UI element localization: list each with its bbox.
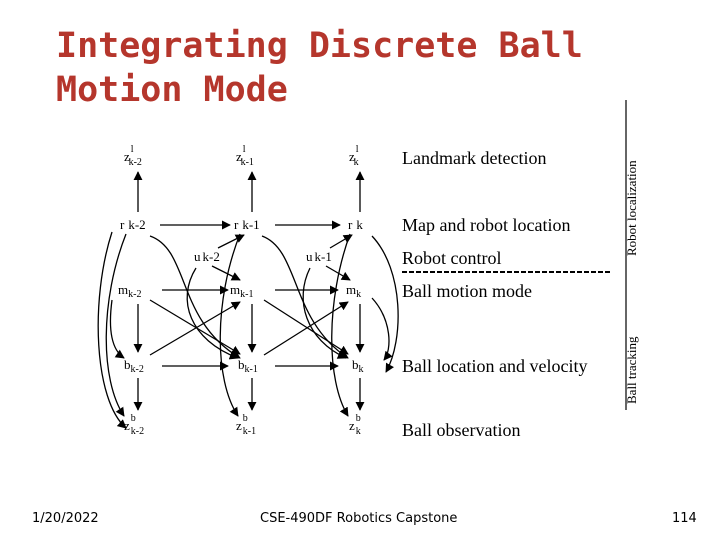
edge-m-k-to-next: [371, 297, 393, 361]
footer-page-number: 114: [672, 511, 697, 526]
row-labels: Landmark detection Map and robot locatio…: [402, 148, 612, 440]
edge-b-k2-to-m-k1: [149, 301, 241, 356]
edge-u-k1-to-m-k: [325, 265, 351, 281]
edge-r-k2-to-zb-k2: [105, 233, 127, 417]
footer-course: CSE-490DF Robotics Capstone: [260, 511, 458, 526]
side-label-ball-tracking: Ball tracking: [624, 336, 639, 404]
slide-title-line-1: Integrating Discrete Ball: [56, 26, 583, 66]
edge-r-k1-to-b-k: [261, 235, 349, 359]
edge-r-k2-to-b-k1: [149, 235, 241, 359]
node-m-k1: mk-1: [230, 282, 253, 300]
edge-r-k-to-next: [371, 235, 399, 373]
edge-r-k-to-zb-k: [331, 233, 351, 417]
side-labels: Robot localization Ball tracking: [624, 100, 639, 410]
node-m-k2: mk-2: [118, 282, 141, 300]
edge-u-k2-to-m-k1: [211, 265, 241, 281]
row-label-ball-location: Ball location and velocity: [402, 356, 587, 376]
node-b-k2: bk-2: [124, 357, 144, 375]
footer-date: 1/20/2022: [32, 511, 99, 526]
slide-title-line-2: Motion Mode: [56, 70, 288, 110]
node-b-k: bk: [352, 357, 364, 375]
edge-b-k1-to-m-k: [263, 301, 349, 356]
row-label-robot-control: Robot control: [402, 248, 502, 268]
node-b-k1: bk-1: [238, 357, 258, 375]
edge-m-k2-to-b-k1: [149, 299, 241, 355]
node-m-k: mk: [346, 282, 361, 300]
edge-left-incoming-b: [97, 231, 127, 429]
side-label-robot-localization: Robot localization: [624, 160, 639, 256]
slide-title: Integrating Discrete Ball Motion Mode: [56, 24, 616, 112]
row-label-ball-observation: Ball observation: [402, 420, 520, 440]
edge-u-k2-to-b-k1: [186, 267, 239, 360]
edge-r-k1-to-zb-k1: [219, 233, 241, 417]
edges: [97, 171, 399, 429]
edge-m-k1-to-b-k: [263, 299, 349, 355]
row-label-ball-motion: Ball motion mode: [402, 281, 532, 301]
edge-u-k2-to-r-k1: [217, 234, 245, 249]
edge-left-incoming-m: [109, 299, 125, 359]
edge-u-k1-to-b-k: [302, 267, 347, 359]
row-label-landmark: Landmark detection: [402, 148, 546, 168]
row-label-map-robot: Map and robot location: [402, 215, 570, 235]
